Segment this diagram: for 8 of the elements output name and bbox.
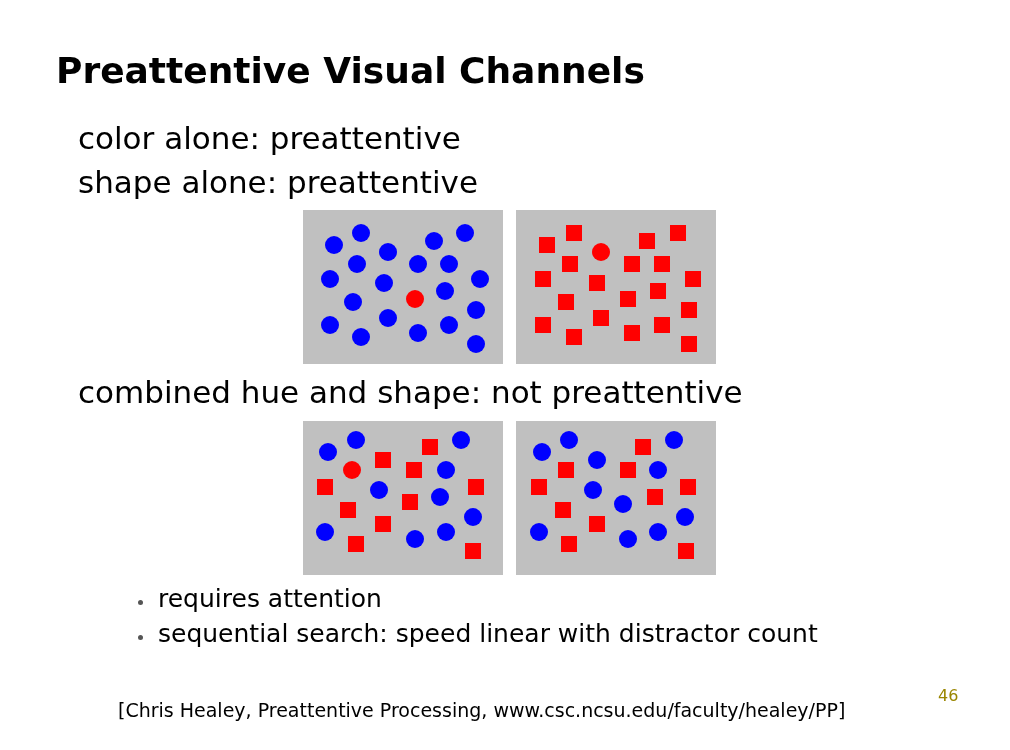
- bullet-text: requires attention: [158, 584, 382, 613]
- heading-text: color alone: preattentive: [78, 120, 461, 156]
- heading-text: shape alone: preattentive: [78, 164, 479, 200]
- heading-text: combined hue and shape: not preattentive: [78, 374, 743, 410]
- page-number: 46: [938, 686, 959, 705]
- slide-title: Preattentive Visual Channels: [56, 50, 645, 91]
- citation-text: [Chris Healey, Preattentive Processing, www.csc.ncsu.edu/faculty/healey/PP]: [118, 699, 846, 721]
- bullet-text: sequential search: speed linear with distractor count: [158, 619, 818, 648]
